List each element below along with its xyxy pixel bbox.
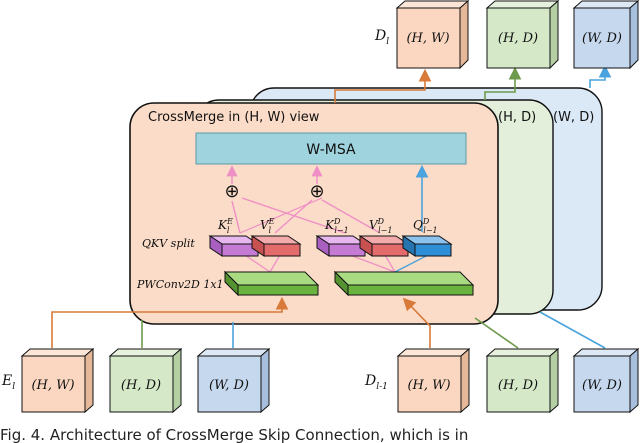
pwconv-left	[223, 270, 320, 297]
hw-output-arrow	[334, 68, 432, 103]
ke-to-sum-left	[231, 200, 241, 234]
pw-right-to-kd	[349, 254, 396, 273]
svg-text:(H, W): (H, W)	[31, 378, 74, 393]
token-ve	[250, 235, 302, 257]
token-kd	[315, 235, 367, 257]
svg-text:(W, D): (W, D)	[209, 378, 249, 393]
pwconv-right	[333, 270, 475, 297]
dec-cube-hd: (H, D)	[485, 347, 560, 414]
pwconv-label: PWConv2D 1x1	[136, 278, 224, 291]
vd-to-sum-right	[321, 199, 381, 234]
dec-hd-line	[474, 317, 519, 349]
enc-cube-hd: (H, D)	[108, 347, 183, 414]
svg-text:(H, D): (H, D)	[498, 31, 538, 46]
figure-caption: Fig. 4. Architecture of CrossMerge Skip …	[0, 426, 468, 443]
svg-text:(H, W): (H, W)	[406, 31, 449, 46]
dec-cube-hw: (H, W)	[396, 347, 471, 414]
output-label: Dl	[374, 28, 389, 47]
kd-to-sum-left	[241, 197, 346, 234]
token-qd	[401, 235, 453, 257]
pw-right-to-q	[394, 254, 429, 273]
wmsa-label: W-MSA	[306, 142, 356, 158]
panel-wd-label: (W, D)	[553, 110, 594, 125]
svg-text:(W, D): (W, D)	[582, 378, 622, 393]
enc-cube-hw: (H, W)	[20, 347, 95, 414]
pw-left-to-ke	[244, 254, 271, 273]
ke-cross-line	[239, 197, 323, 234]
encoder-label: El	[1, 373, 15, 392]
out-cube-hw: (H, W)	[395, 0, 470, 70]
svg-text:(H, D): (H, D)	[121, 378, 161, 393]
wd-output-arrow	[589, 64, 612, 88]
wmsa-block	[195, 132, 467, 165]
svg-text:(W, D): (W, D)	[582, 31, 622, 46]
enc-cube-wd: (W, D)	[196, 347, 271, 414]
pw-left-to-ve	[269, 254, 281, 273]
svg-text:(H, D): (H, D)	[498, 378, 538, 393]
token-ke	[208, 235, 260, 257]
out-cube-hd: (H, D)	[485, 0, 560, 70]
token-vd	[358, 235, 410, 257]
dec-cube-wd: (W, D)	[572, 347, 640, 414]
out-cube-wd: (W, D)	[572, 0, 640, 70]
panel-hd-label: (H, D)	[498, 110, 536, 125]
sum-right-icon: ⊕	[309, 181, 324, 202]
pw-right-to-vd	[384, 254, 396, 273]
decoder-label: Dl-1	[364, 373, 388, 392]
qkv-split-label: QKV split	[142, 237, 195, 250]
hd-output-arrow	[484, 66, 522, 100]
panel-hw-title: CrossMerge in (H, W) view	[148, 110, 320, 125]
enc-hw-to-pwconv	[51, 296, 289, 348]
dec-hw-to-pwconv	[402, 297, 431, 348]
dec-wd-line	[539, 311, 606, 349]
svg-text:(H, W): (H, W)	[407, 378, 450, 393]
sum-left-icon: ⊕	[224, 181, 239, 202]
